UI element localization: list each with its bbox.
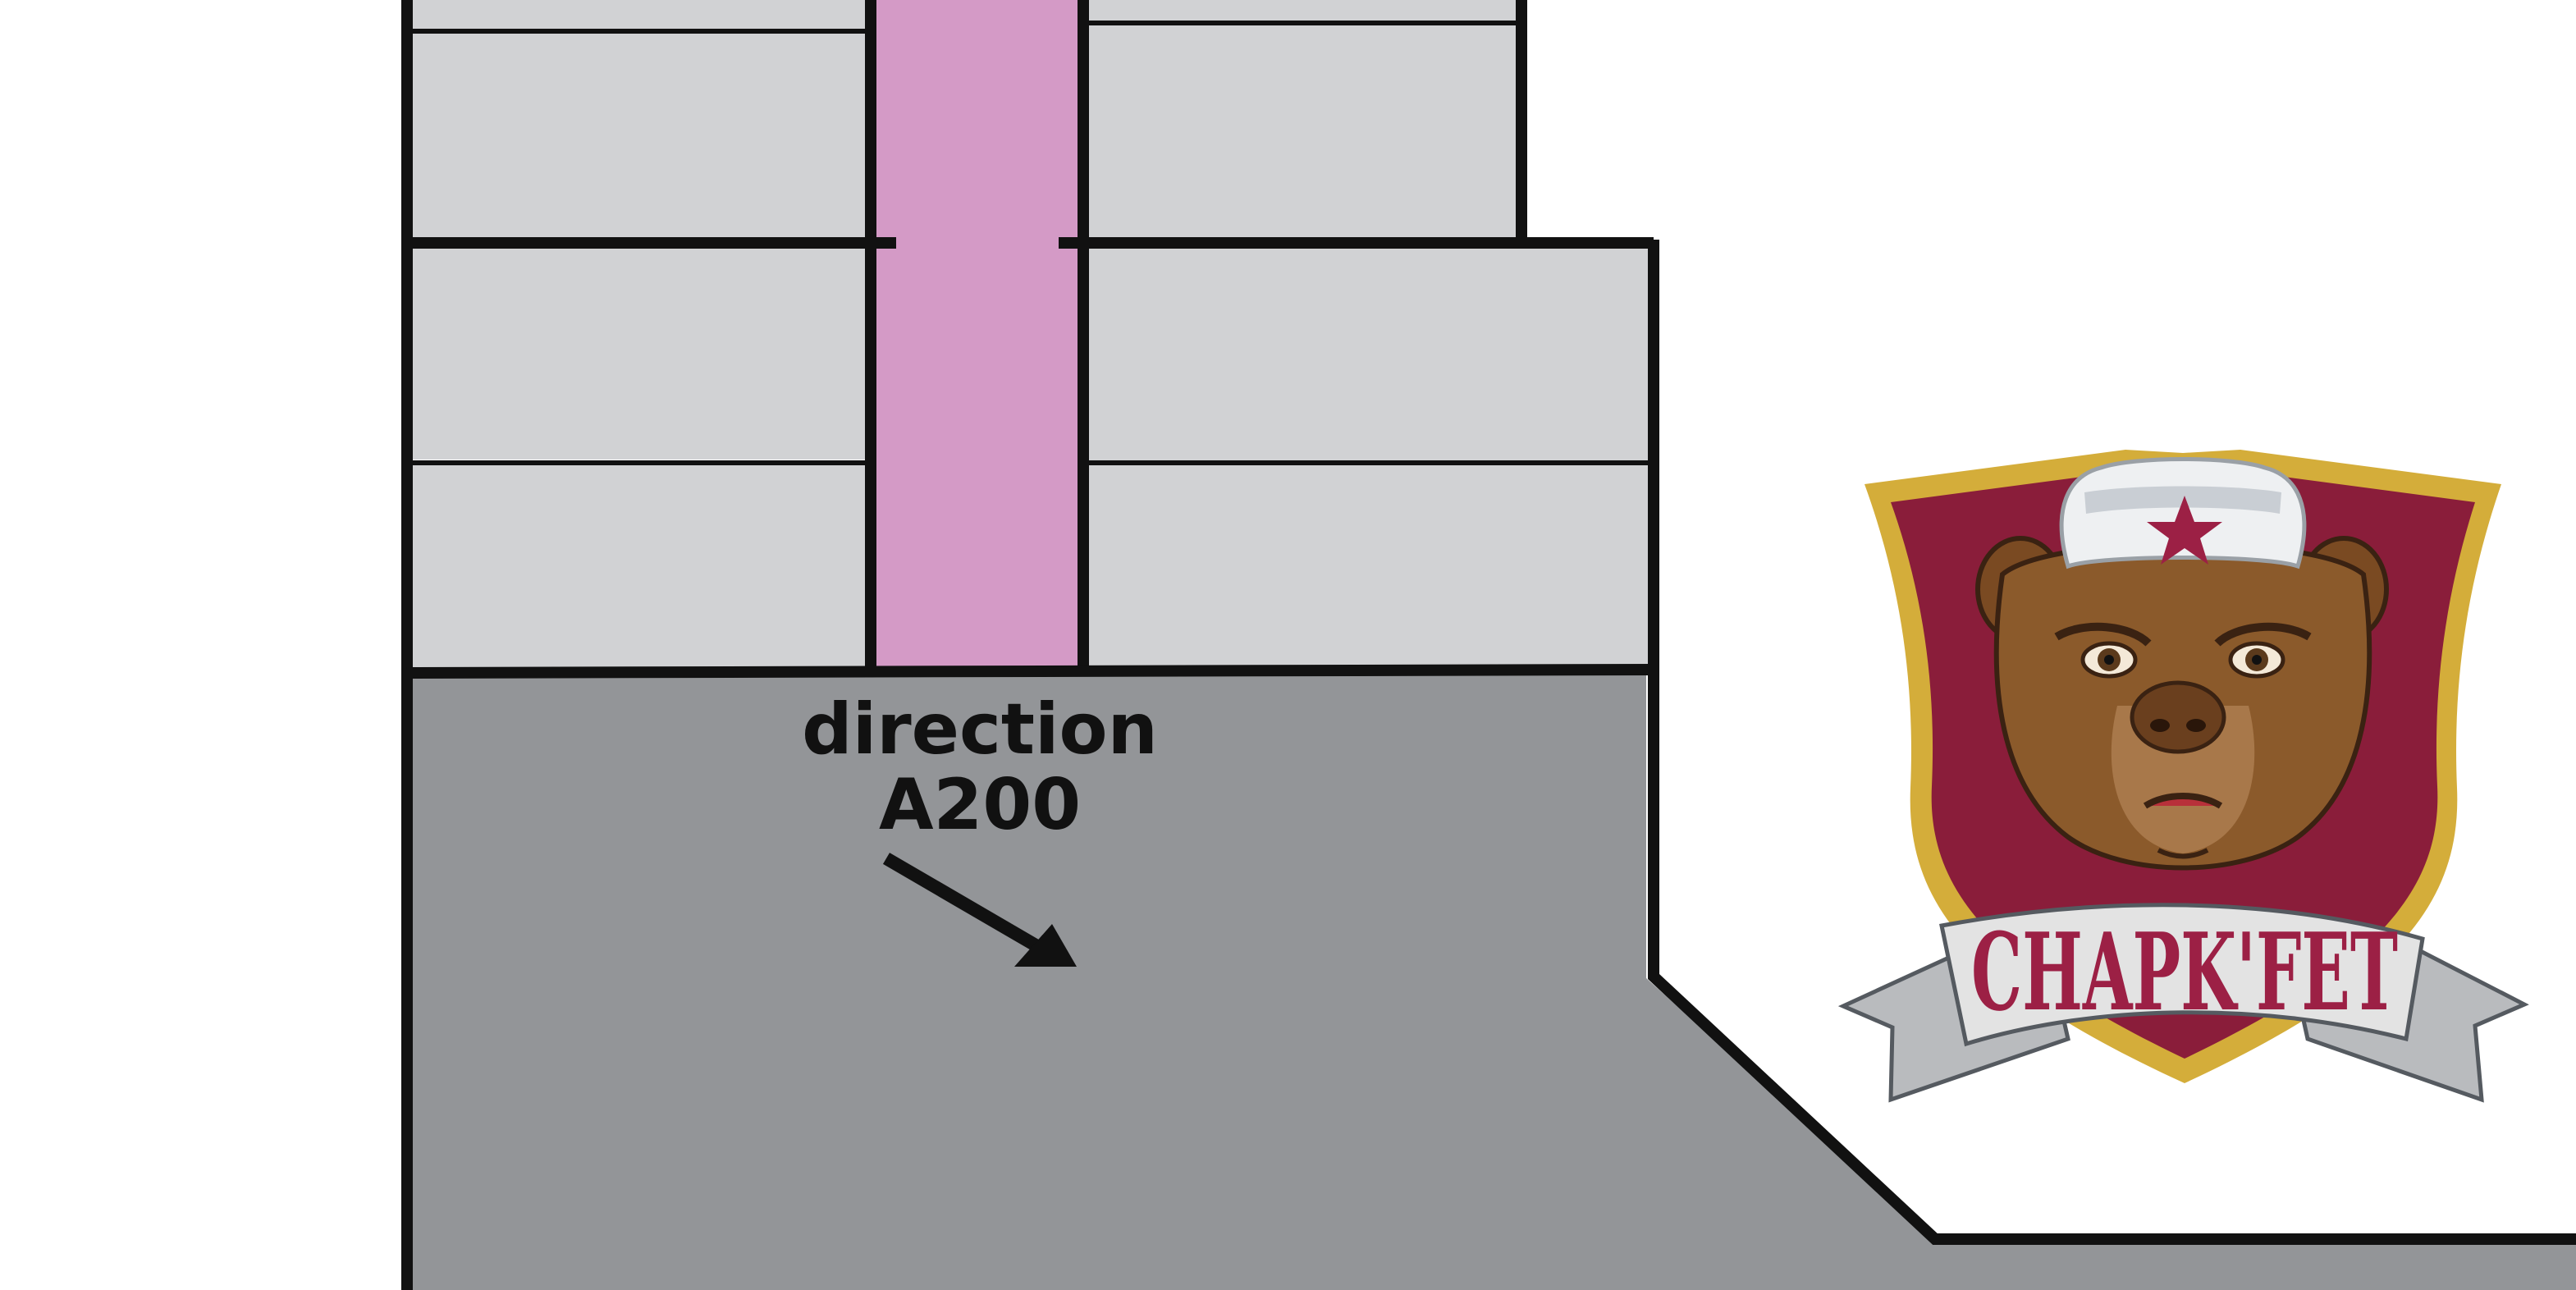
room-left-2: [412, 33, 870, 238]
direction-label: direction A200: [802, 688, 1158, 846]
wall-hall-top: [406, 664, 1654, 679]
brand-name: CHAPK'FET: [1971, 909, 2398, 1035]
direction-text: direction: [802, 688, 1158, 771]
room-right-4: [1083, 464, 1649, 670]
room-left-3: [412, 246, 870, 460]
destination-code: A200: [879, 764, 1081, 846]
room-right-2: [1083, 25, 1518, 238]
room-left-4: [412, 464, 870, 670]
bear-head-icon: [1975, 536, 2389, 871]
rooms: [412, 0, 1649, 670]
brand-logo: CHAPK'FET: [1837, 450, 2529, 1103]
corridor: [872, 0, 1082, 670]
walls: [401, 0, 2576, 1290]
logo-banner: [1939, 903, 2425, 1047]
room-top-right: [1083, 0, 1518, 21]
hall-area: [410, 670, 2576, 1290]
room-right-3: [1083, 246, 1649, 461]
star-icon: [2147, 496, 2222, 565]
fur-hat: [2059, 457, 2307, 570]
arrow-down-right-icon: [882, 853, 1077, 967]
wall-outer-right: [1648, 240, 2576, 1245]
room-top-left: [412, 0, 870, 30]
